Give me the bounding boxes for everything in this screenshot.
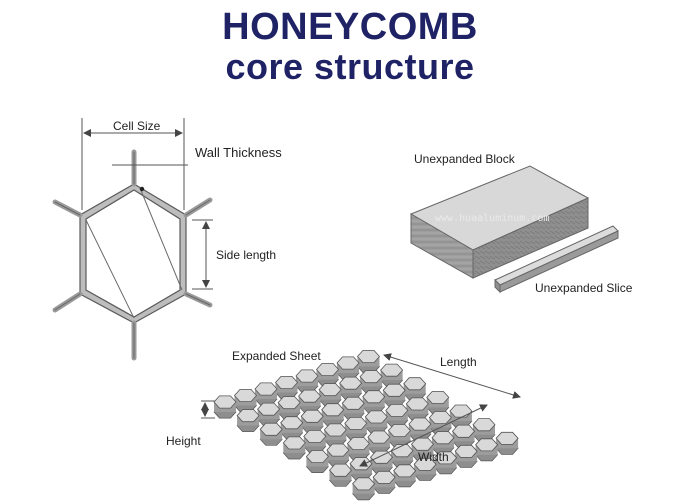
sheet-cell-top xyxy=(280,416,304,430)
sheet-cell-top xyxy=(339,376,363,390)
sheet-cell-top xyxy=(315,362,340,377)
side-length-label: Side length xyxy=(216,248,277,262)
sheet-cell-top xyxy=(359,370,383,384)
sheet-cell-top xyxy=(259,422,283,436)
sheet-cell-top xyxy=(274,375,299,390)
height-label: Height xyxy=(166,434,201,448)
sheet-cell-top xyxy=(323,423,347,437)
sheet-cell-top xyxy=(449,404,473,418)
sheet-cell-top xyxy=(303,429,327,443)
side-length-dimension xyxy=(192,219,213,290)
cell-size-dimension xyxy=(81,118,185,210)
expanded-sheet-label: Expanded Sheet xyxy=(232,349,321,363)
sheet-cell-top xyxy=(233,388,258,403)
unexpanded-block-label: Unexpanded Block xyxy=(414,152,515,166)
sheet-cell-top xyxy=(298,389,322,403)
sheet-cell-top xyxy=(326,443,350,457)
sheet-cell-top xyxy=(321,403,345,417)
page-title: HONEYCOMB xyxy=(222,6,478,48)
block-side-face xyxy=(472,197,589,279)
cell-size-label: Cell Size xyxy=(113,119,161,133)
sheet-cell-top xyxy=(300,409,324,423)
unexpanded-slice-label: Unexpanded Slice xyxy=(535,281,633,295)
sheet-cell-top xyxy=(328,463,353,477)
sheet-cell-top xyxy=(236,409,260,423)
sheet-cell-top xyxy=(254,382,278,396)
sheet-cell-top xyxy=(362,390,386,404)
sheet-dimensions xyxy=(201,353,521,467)
sheet-cell-top xyxy=(372,470,396,484)
sheet-cell-top xyxy=(305,450,329,464)
watermark: www.huaaluminum.com xyxy=(435,213,550,224)
wall-thickness-label: Wall Thickness xyxy=(195,145,282,160)
sheet-cell-top xyxy=(277,396,301,410)
sheet-cell-top xyxy=(352,477,376,491)
slice-side xyxy=(499,230,619,293)
cell-inner-lines xyxy=(85,187,183,319)
sheet-cell-top xyxy=(403,377,427,391)
sheet-cell-top xyxy=(295,369,319,383)
width-label: Width xyxy=(418,450,449,464)
length-label: Length xyxy=(440,355,477,369)
sheet-cell-top xyxy=(318,383,342,397)
sheet-cell-top xyxy=(213,395,237,409)
page-subtitle: core structure xyxy=(225,46,475,87)
sheet-cell-top xyxy=(336,356,360,370)
sheet-cell-top xyxy=(341,396,365,410)
hexagon-cell xyxy=(80,184,186,323)
sheet-cell-top xyxy=(356,349,381,364)
sheet-cell-top xyxy=(495,431,519,445)
sheet-cell-top xyxy=(257,402,281,416)
sheet-cell-top xyxy=(282,436,306,450)
